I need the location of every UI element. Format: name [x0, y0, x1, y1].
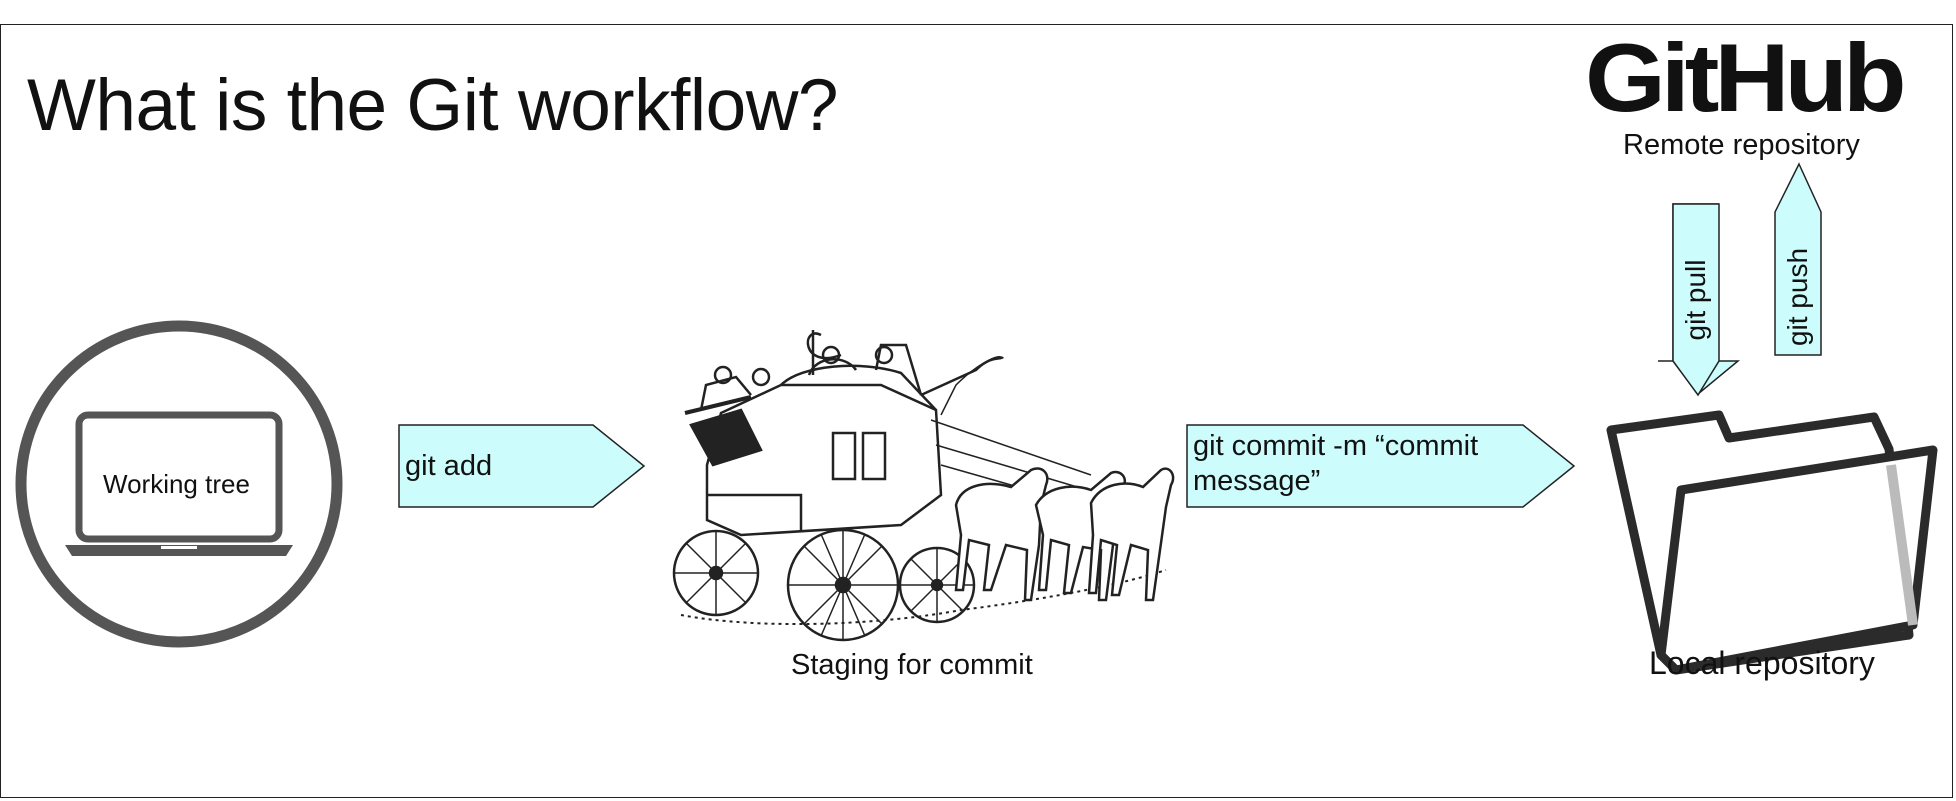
slide-canvas: What is the Git workflow? GitHub Remote …: [0, 24, 1953, 798]
git-push-label: git push: [1782, 247, 1813, 347]
github-logo: GitHub: [1585, 24, 1907, 133]
slide-title: What is the Git workflow?: [27, 65, 839, 146]
git-add-arrow: [398, 424, 646, 508]
local-repository-label: Local repository: [1649, 645, 1875, 681]
staging-label: Staging for commit: [791, 649, 1033, 681]
git-add-label: git add: [405, 450, 493, 482]
stagecoach-illustration: [672, 330, 1175, 642]
working-tree-label: Working tree: [103, 469, 250, 499]
git-push-arrow: [1774, 162, 1822, 356]
git-commit-label: git commit -m “commit message”: [1193, 430, 1479, 497]
remote-repository-label: Remote repository: [1623, 129, 1860, 161]
diagram-shapes: [15, 162, 1938, 675]
folder-icon: [1606, 410, 1938, 675]
git-pull-label: git pull: [1680, 259, 1711, 341]
git-commit-arrow: [1186, 424, 1576, 508]
laptop-icon: [15, 320, 343, 648]
